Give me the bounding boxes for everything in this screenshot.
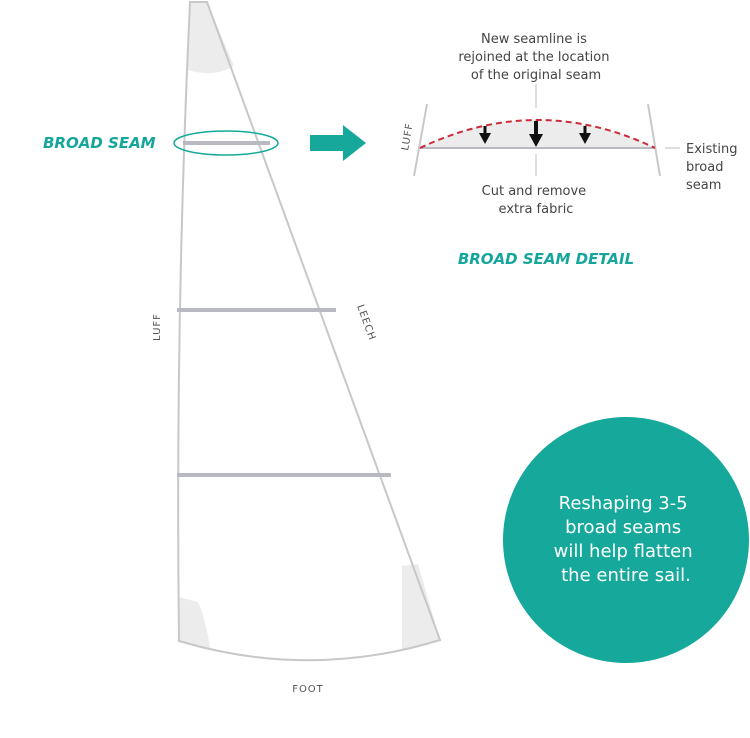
new-seamline [419,119,656,149]
top-note: New seamline is rejoined at the location… [458,32,613,83]
callout: Reshaping 3-5 broad seams will help flat… [503,417,749,663]
down-arrow-icon [529,121,543,147]
bottom-note: Cut and remove extra fabric [482,184,591,217]
sail-leech-label: LEECH [354,303,377,342]
seam-detail: LUFF New seamline is rejoined at the loc… [400,32,742,268]
down-arrow-icon [479,126,491,144]
broad-seam-highlight [173,130,279,156]
sail-foot-label: FOOT [292,684,324,695]
broad-seam-label: BROAD SEAM [43,134,156,152]
detail-title: BROAD SEAM DETAIL [458,250,634,268]
head-patch [188,2,234,74]
clew-patch [402,564,440,651]
callout-circle [503,417,749,663]
detail-luff-edge [413,103,428,177]
callout-text: Reshaping 3-5 broad seams will help flat… [554,493,699,586]
down-arrow-icon [579,126,591,144]
detail-luff-label: LUFF [400,122,416,151]
sail: LUFF LEECH FOOT BROAD SEAM [43,1,442,695]
right-arrow-icon [310,125,366,161]
sail-outline [177,1,442,662]
side-note: Existing broad seam [686,142,742,193]
sail-luff-label: LUFF [152,313,163,341]
detail-leech-edge [647,103,661,177]
tack-patch [179,597,210,648]
